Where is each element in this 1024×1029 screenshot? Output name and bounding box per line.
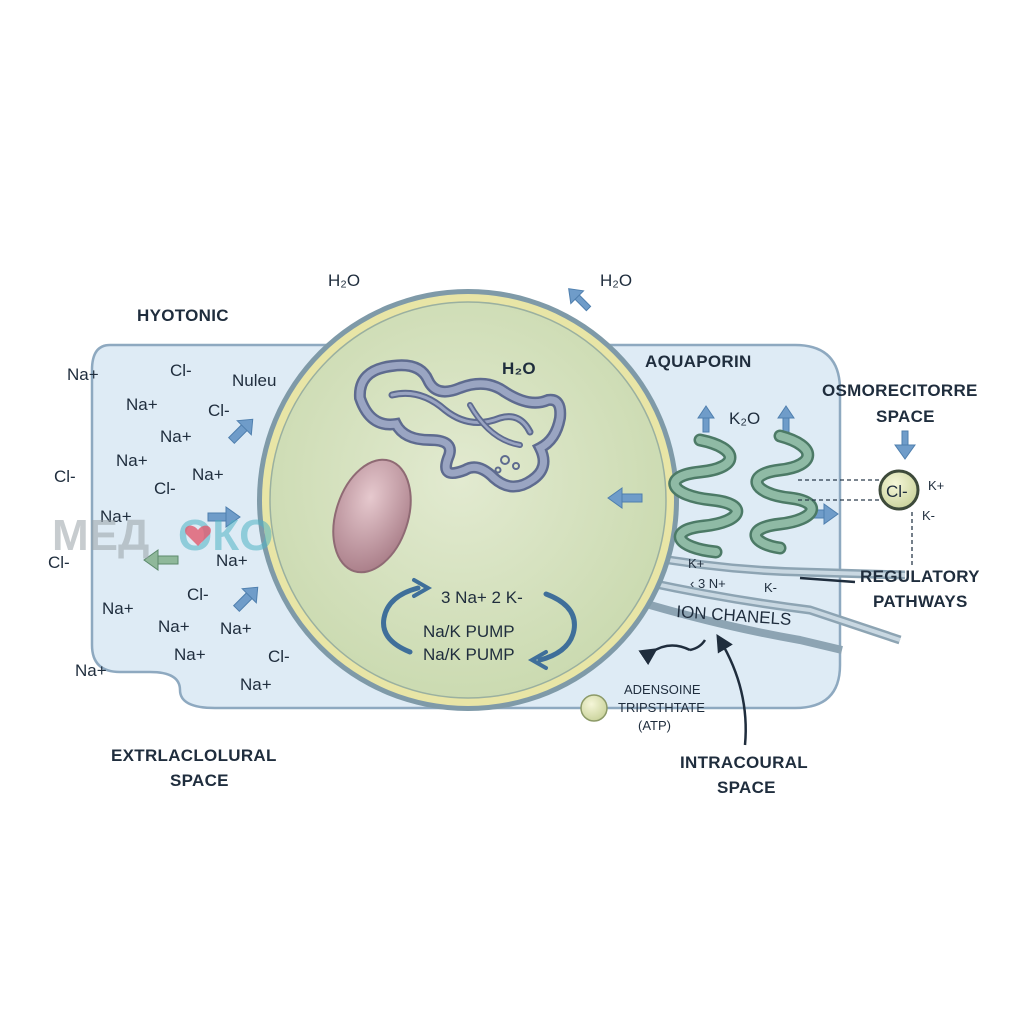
ion-label: Cl- (54, 467, 76, 486)
ion-label: Na+ (158, 617, 190, 636)
osmoreceptor-label-1: OSMORECITORRE (822, 381, 978, 400)
extracellular-label-1: EXTRLACLOLURAL (111, 746, 277, 765)
receptor-cl-label: Cl- (886, 482, 908, 501)
watermark-logo: МЕД ОКО (52, 511, 273, 560)
receptor-dashed-lines (798, 479, 913, 565)
ion-label: Na+ (75, 661, 107, 680)
regulatory-label-2: PATHWAYS (873, 592, 968, 611)
ion-label: Na+ (216, 551, 248, 570)
pump-label-2: Na/K PUMP (423, 645, 515, 664)
ion-label: Cl- (268, 647, 290, 666)
ion-arrow-3 (232, 586, 259, 613)
ion-arrow-2 (207, 506, 241, 528)
extracellular-ions: Na+ Cl- Na+ Cl- Na+ Na+ Cl- Na+ Cl- Na+ … (48, 361, 290, 694)
extracellular-label-2: SPACE (170, 771, 229, 790)
ion-label: Cl- (170, 361, 192, 380)
ion-label: Na+ (160, 427, 192, 446)
endoplasmic-reticulum (353, 359, 567, 493)
pump-label-1: Na/K PUMP (423, 622, 515, 641)
intracellular-label-1: INTRACOURAL (680, 753, 808, 772)
osmoreceptor-arrow (894, 430, 916, 460)
hypotonic-label: HYOTONIC (137, 306, 229, 325)
ion-label: Cl- (187, 585, 209, 604)
h2o-label-inside: H₂O (502, 359, 536, 378)
nucleus-label: Nuleu (232, 371, 276, 390)
flow-arrows (207, 288, 916, 613)
receptor-k-plus-label: K+ (928, 478, 944, 493)
osmoreceptor-label-2: SPACE (876, 407, 935, 426)
atp-label-1: ADENSOINE (624, 682, 701, 697)
ion-label: Na+ (220, 619, 252, 638)
ion-label: Na+ (100, 507, 132, 526)
atp-molecule (580, 694, 608, 722)
ion-label: Na+ (102, 599, 134, 618)
ion-label: Cl- (48, 553, 70, 572)
aquaporin-label: AQUAPORIN (645, 352, 752, 371)
k2o-label: K₂O (729, 409, 760, 428)
na-k-pump-cycle (381, 578, 577, 670)
ion-label: Cl- (154, 479, 176, 498)
helix-up-arrow-1 (697, 405, 715, 433)
atp-label-3: (ATP) (638, 718, 671, 733)
heart-icon (185, 525, 211, 546)
receptor-k-minus-label: K- (922, 508, 935, 523)
ion-label: Na+ (67, 365, 99, 384)
ion-label: Cl- (208, 401, 230, 420)
intracellular-label-2: SPACE (717, 778, 776, 797)
channel-k-minus-label: K- (764, 580, 777, 595)
channel-k-plus-label: K+ (688, 556, 704, 571)
ion-channel-bands (639, 550, 906, 654)
osmoreceptor (878, 469, 920, 511)
pump-ions-label: 3 Na+ 2 K- (441, 588, 523, 607)
atp-label-2: TRIPSTHTATE (618, 700, 705, 715)
aquaporin-helices (668, 429, 819, 559)
water-inflow-arrow (568, 288, 592, 312)
ion-label: Na+ (240, 675, 272, 694)
ion-label: Na+ (192, 465, 224, 484)
cell-body (269, 301, 667, 699)
ion-label: Na+ (116, 451, 148, 470)
vesicle (332, 458, 412, 574)
ion-label: Na+ (174, 645, 206, 664)
h2o-label-top-right: H₂O (600, 271, 632, 290)
outflow-arrow (143, 549, 179, 571)
ion-arrow-1 (227, 418, 254, 445)
intracellular-arrow (607, 487, 643, 509)
h2o-label-top-left: H₂O (328, 271, 360, 290)
svg-text:МЕД: МЕД (52, 511, 149, 560)
regulatory-label-1: REGULATORY (860, 567, 980, 586)
pointer-lines (638, 576, 856, 746)
ion-label: Na+ (126, 395, 158, 414)
channel-3na-label: ‹ 3 N+ (690, 576, 726, 591)
